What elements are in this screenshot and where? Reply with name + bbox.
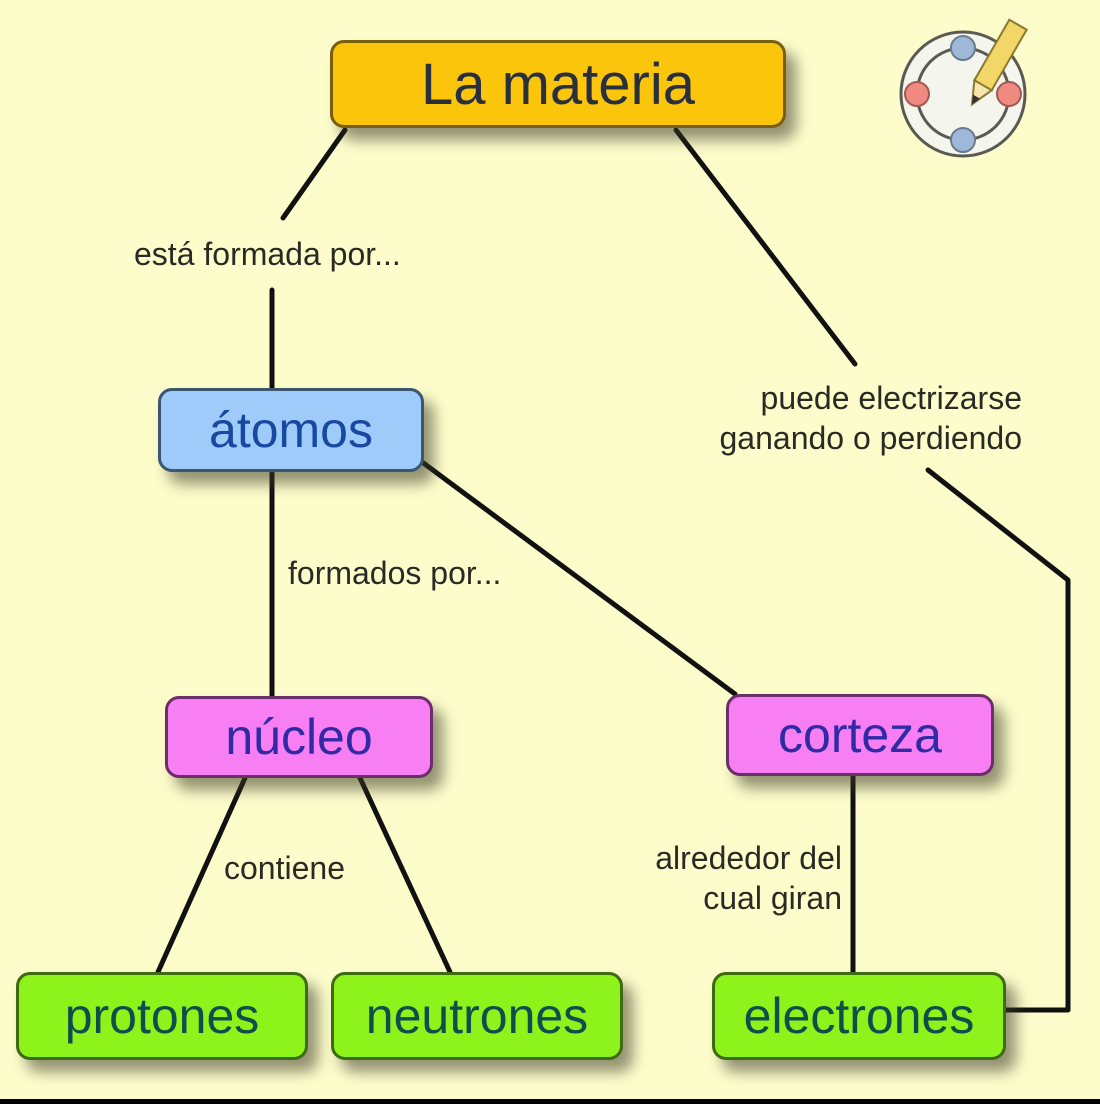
node-atomos-label: átomos (209, 402, 373, 458)
link-label-contiene: contiene (224, 850, 345, 886)
node-atomos: átomos (158, 388, 424, 472)
node-corteza: corteza (726, 694, 994, 776)
line-nucleo-to-protones (155, 775, 248, 975)
line-nucleo-to-neutrones (357, 775, 453, 975)
node-protones: protones (16, 972, 308, 1060)
node-electrones-label: electrones (743, 988, 975, 1044)
node-protones-label: protones (64, 988, 260, 1044)
line-electrizarse-to-electrones (925, 467, 1071, 1013)
link-label-line: ganando o perdiendo (719, 420, 1023, 456)
node-neutrones-label: neutrones (365, 988, 589, 1044)
node-la-materia-label: La materia (420, 51, 696, 117)
link-label-esta-formada-por: está formada por... (134, 236, 401, 272)
concept-map-pencil-logo-icon (899, 18, 1029, 158)
bottom-edge-bar (0, 1099, 1100, 1104)
line-materia-to-electrizarse (673, 127, 858, 367)
node-nucleo: núcleo (165, 696, 433, 778)
node-la-materia: La materia (330, 40, 786, 128)
node-neutrones: neutrones (331, 972, 623, 1060)
line-materia-to-formada (280, 127, 348, 221)
link-label-line: cual giran (703, 880, 842, 916)
node-nucleo-label: núcleo (225, 709, 373, 765)
link-label-line: alrededor del (655, 840, 842, 876)
link-label-alrededor-del-cual-giran: alrededor del cual giran (655, 838, 842, 918)
node-electrones: electrones (712, 972, 1006, 1060)
node-corteza-label: corteza (778, 707, 942, 763)
line-atomos-to-corteza (419, 459, 738, 697)
link-label-line: puede electrizarse (760, 380, 1022, 416)
link-label-puede-electrizarse: puede electrizarse ganando o perdiendo (720, 378, 1023, 458)
link-label-formados-por: formados por... (288, 555, 502, 591)
